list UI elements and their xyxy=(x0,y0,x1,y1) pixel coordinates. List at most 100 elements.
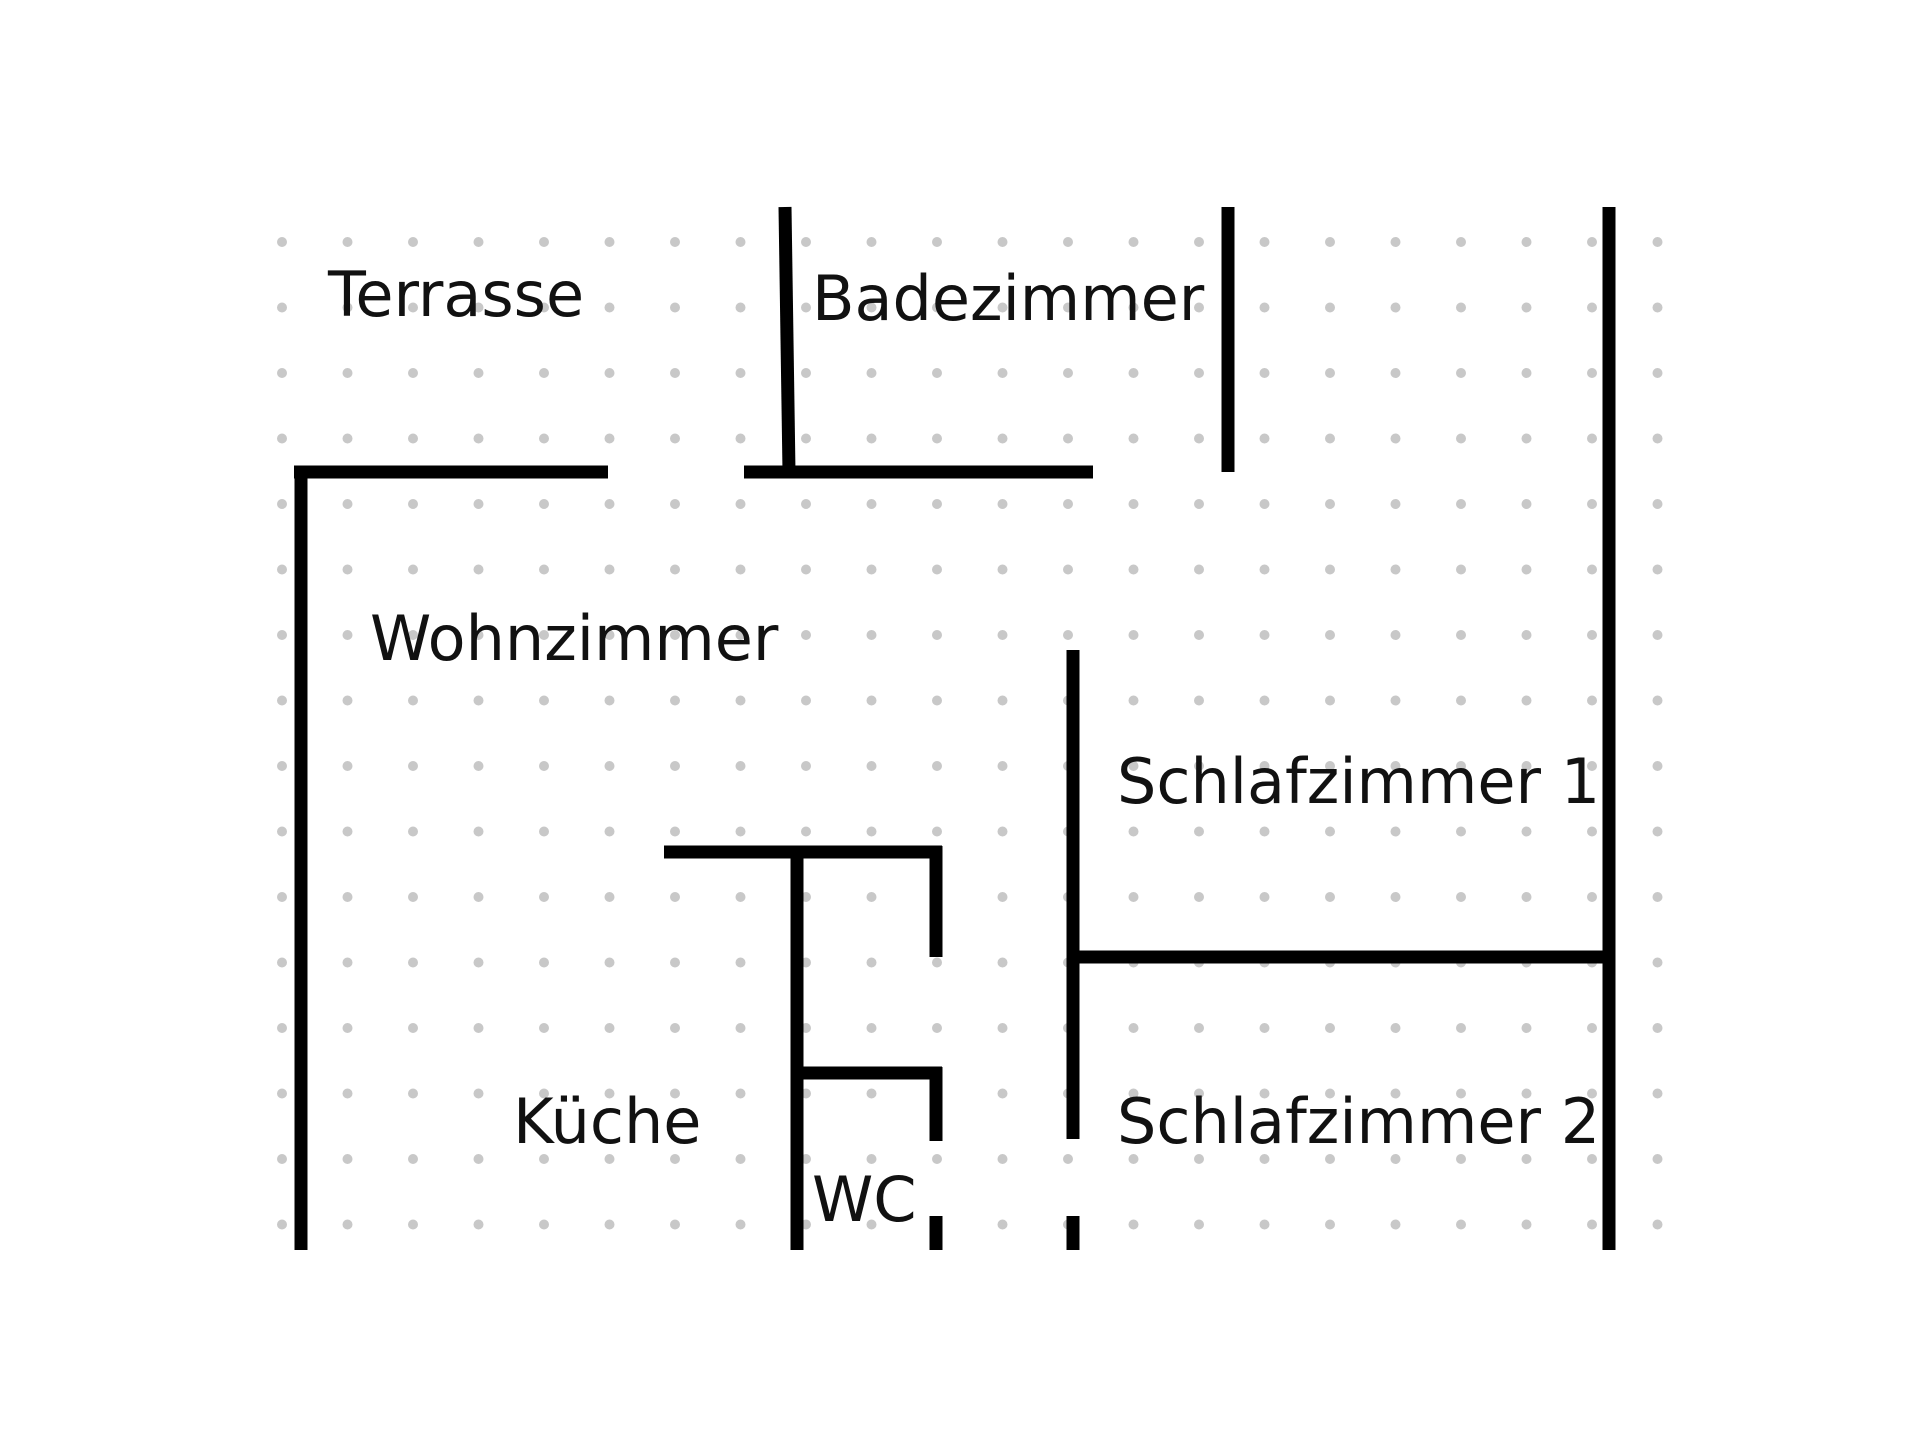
grid-dot xyxy=(1456,892,1466,902)
grid-dot xyxy=(1128,302,1139,313)
grid-dot xyxy=(1128,237,1139,247)
grid-dot xyxy=(1390,826,1401,837)
room-label-wohnzimmer: Wohnzimmer xyxy=(370,602,779,675)
grid-dot xyxy=(1652,826,1663,837)
grid-dot xyxy=(473,564,484,575)
grid-dot xyxy=(342,826,353,837)
grid-dot xyxy=(604,1088,615,1099)
grid-dot xyxy=(1521,1023,1532,1033)
grid-dot xyxy=(539,695,549,706)
grid-dot xyxy=(1259,237,1270,247)
grid-dot xyxy=(997,695,1008,706)
grid-dot xyxy=(801,564,811,575)
grid-dot xyxy=(1325,564,1335,575)
grid-dot xyxy=(539,1023,549,1033)
grid-dot xyxy=(277,564,287,575)
grid-dot xyxy=(997,892,1008,902)
grid-dot xyxy=(1325,433,1335,444)
grid-dot xyxy=(408,368,418,378)
grid-dot xyxy=(604,826,615,837)
grid-dot xyxy=(1390,368,1401,378)
grid-dot xyxy=(342,564,353,575)
grid-dot xyxy=(277,1023,287,1033)
grid-dot xyxy=(801,237,811,247)
grid-dot xyxy=(997,826,1008,837)
grid-dot xyxy=(735,1219,746,1230)
grid-dot xyxy=(735,499,746,509)
grid-dot xyxy=(932,630,942,640)
grid-dot xyxy=(866,302,877,313)
grid-dot xyxy=(277,237,287,247)
grid-dot xyxy=(539,302,549,313)
grid-dot xyxy=(604,892,615,902)
grid-dot xyxy=(997,630,1008,640)
grid-dot xyxy=(604,302,615,313)
grid-dot xyxy=(1194,761,1204,771)
grid-dot xyxy=(670,957,680,968)
grid-dot xyxy=(866,433,877,444)
grid-dot xyxy=(932,826,942,837)
grid-dot xyxy=(801,433,811,444)
grid-dot xyxy=(866,695,877,706)
grid-dot xyxy=(735,826,746,837)
grid-dot xyxy=(670,1219,680,1230)
grid-dot xyxy=(735,1088,746,1099)
grid-dot xyxy=(473,1088,484,1099)
grid-dot xyxy=(1521,761,1532,771)
grid-dot xyxy=(670,302,680,313)
grid-dot xyxy=(997,1088,1008,1099)
grid-dot xyxy=(1259,499,1270,509)
grid-dot xyxy=(277,368,287,378)
grid-dot xyxy=(1259,1088,1270,1099)
dot-grid-background xyxy=(277,237,1663,1230)
grid-dot xyxy=(735,564,746,575)
grid-dot xyxy=(473,892,484,902)
grid-dot xyxy=(473,826,484,837)
grid-dot xyxy=(1259,695,1270,706)
grid-dot xyxy=(932,302,942,313)
grid-dot xyxy=(866,564,877,575)
grid-dot xyxy=(1194,237,1204,247)
grid-dot xyxy=(866,630,877,640)
room-label-schlafzimmer-2: Schlafzimmer 2 xyxy=(1117,1085,1600,1158)
grid-dot xyxy=(1194,695,1204,706)
grid-dot xyxy=(1194,499,1204,509)
grid-dot xyxy=(1456,1219,1466,1230)
grid-dot xyxy=(1063,1154,1073,1164)
grid-dot xyxy=(539,1154,549,1164)
grid-dot xyxy=(735,630,746,640)
grid-dot xyxy=(473,1154,484,1164)
grid-dot xyxy=(539,237,549,247)
grid-dot xyxy=(342,1154,353,1164)
grid-dot xyxy=(1390,237,1401,247)
grid-dot xyxy=(1652,630,1663,640)
grid-dot xyxy=(1587,892,1597,902)
grid-dot xyxy=(1587,695,1597,706)
grid-dot xyxy=(342,1219,353,1230)
grid-dot xyxy=(997,957,1008,968)
grid-dot xyxy=(1128,1219,1139,1230)
grid-dot xyxy=(997,433,1008,444)
grid-dot xyxy=(1587,1088,1597,1099)
grid-dot xyxy=(1390,630,1401,640)
grid-dot xyxy=(1390,1219,1401,1230)
grid-dot xyxy=(932,237,942,247)
grid-dot xyxy=(1259,1154,1270,1164)
grid-dot xyxy=(1652,499,1663,509)
grid-dot xyxy=(997,499,1008,509)
grid-dot xyxy=(670,237,680,247)
grid-dot xyxy=(866,1088,877,1099)
grid-dot xyxy=(1194,302,1204,313)
grid-dot xyxy=(408,237,418,247)
grid-dot xyxy=(1390,433,1401,444)
grid-dot xyxy=(670,1154,680,1164)
grid-dot xyxy=(1521,1088,1532,1099)
room-label-wc: WC xyxy=(812,1163,917,1236)
grid-dot xyxy=(1587,630,1597,640)
grid-dot xyxy=(1390,1023,1401,1033)
grid-dot xyxy=(932,695,942,706)
grid-dot xyxy=(342,892,353,902)
grid-dot xyxy=(539,1088,549,1099)
grid-dot xyxy=(1259,1219,1270,1230)
grid-dot xyxy=(1521,302,1532,313)
